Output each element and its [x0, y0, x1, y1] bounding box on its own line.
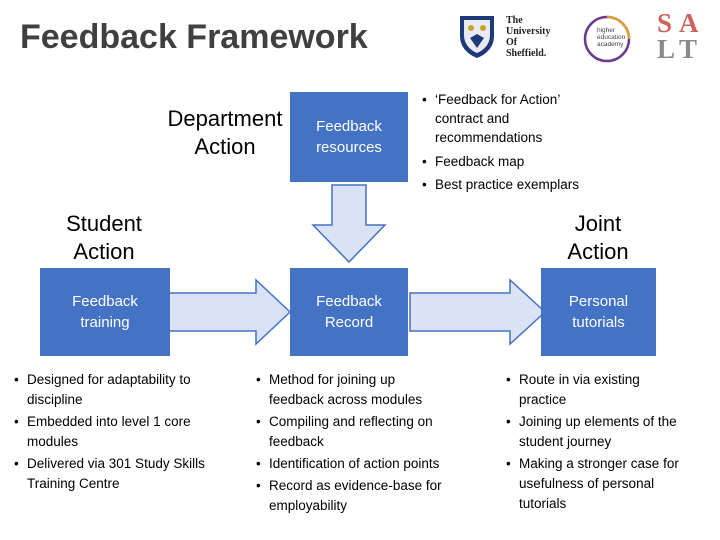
salt-letter: S: [657, 8, 673, 38]
joint-action-label: Joint Action: [548, 210, 648, 266]
salt-letter: A: [679, 8, 699, 38]
label-line: Department: [167, 106, 283, 131]
student-action-label: Student Action: [44, 210, 164, 266]
salt-letter: L: [657, 34, 676, 64]
box-line: Record: [324, 314, 374, 331]
department-action-label: Department Action: [155, 105, 295, 161]
list-item: Identification of action points: [256, 454, 496, 474]
list-item: Record as evidence-base for employabilit…: [256, 476, 496, 516]
logo-text: Of: [506, 37, 518, 48]
salt-letter: T: [679, 34, 698, 64]
university-shield-logo: [460, 16, 494, 58]
label-line: Action: [194, 134, 256, 159]
list-item: ‘Feedback for Action’ contract and recom…: [422, 90, 712, 147]
label-line: Joint: [574, 211, 622, 236]
page-title: Feedback Framework: [20, 18, 368, 56]
list-item: Method for joining up feedback across mo…: [256, 370, 496, 410]
list-item: Designed for adaptability to discipline: [14, 370, 249, 410]
salt-logo: S A L T: [655, 8, 703, 64]
logo-text: education: [597, 34, 626, 41]
box-line: Feedback: [72, 293, 138, 310]
personal-tutorials-box: Personal tutorials: [541, 268, 656, 356]
list-item: Feedback map: [422, 152, 712, 171]
down-arrow: [311, 184, 387, 264]
resources-list: ‘Feedback for Action’ contract and recom…: [422, 90, 712, 194]
list-item: Making a stronger case for usefulness of…: [506, 454, 716, 514]
training-list: Designed for adaptability to discipline …: [14, 370, 249, 494]
list-item: Delivered via 301 Study Skills Training …: [14, 454, 249, 494]
hea-logo-text: higher education academy: [597, 27, 625, 48]
logo-text: The: [506, 15, 523, 26]
record-list: Method for joining up feedback across mo…: [256, 370, 496, 516]
feedback-training-box: Feedback training: [40, 268, 170, 356]
feedback-resources-box: Feedback resources: [290, 92, 408, 182]
logo-text: academy: [597, 41, 624, 48]
list-item: Route in via existing practice: [506, 370, 716, 410]
logo-text: higher: [597, 27, 616, 34]
list-item: Embedded into level 1 core modules: [14, 412, 249, 452]
feedback-record-box: Feedback Record: [290, 268, 408, 356]
label-line: Action: [567, 239, 629, 264]
list-item: Compiling and reflecting on feedback: [256, 412, 496, 452]
university-of-sheffield-logo: The University Of Sheffield.: [506, 15, 550, 59]
box-line: Personal: [568, 293, 629, 310]
tutorials-list: Route in via existing practice Joining u…: [506, 370, 716, 514]
box-line: tutorials: [572, 314, 625, 331]
box-line: resources: [316, 139, 382, 156]
box-line: training: [80, 314, 130, 331]
box-line: Feedback: [316, 118, 382, 135]
list-item: Joining up elements of the student journ…: [506, 412, 716, 452]
logo-text: Sheffield.: [506, 48, 547, 59]
right-arrow-record-to-tutorials: [409, 278, 547, 346]
label-line: Action: [73, 239, 135, 264]
logo-text: University: [506, 26, 551, 37]
hea-circle-logo: [583, 15, 631, 63]
box-line: Feedback: [316, 293, 382, 310]
list-item: Best practice exemplars: [422, 175, 712, 194]
label-line: Student: [66, 211, 142, 236]
